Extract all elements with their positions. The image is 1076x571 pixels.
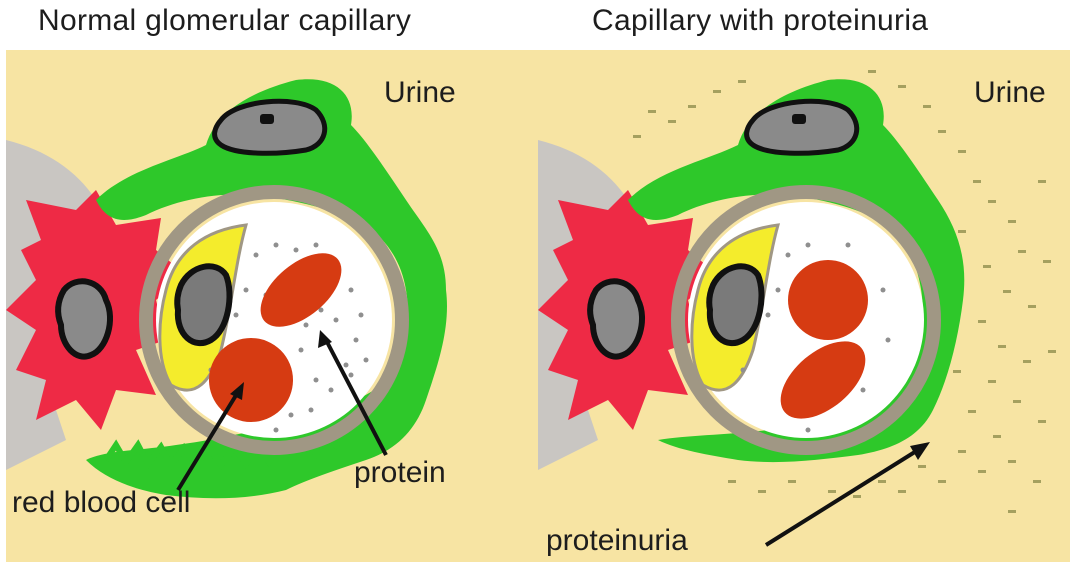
proteinuria-arrowhead bbox=[910, 442, 930, 460]
red-blood-cell-round bbox=[788, 260, 868, 340]
red-blood-cell-label: red blood cell bbox=[12, 486, 190, 520]
podocyte-nucleolus bbox=[260, 114, 274, 124]
protein-label: protein bbox=[354, 456, 446, 490]
podocyte-nucleus bbox=[215, 101, 325, 153]
podocyte-nucleolus bbox=[792, 114, 806, 124]
proteinuria-label: proteinuria bbox=[546, 524, 688, 558]
urine-label-left: Urine bbox=[384, 76, 456, 110]
right-panel-title: Capillary with proteinuria bbox=[592, 4, 928, 38]
mesangial-nucleus bbox=[590, 281, 642, 356]
red-blood-cell-round bbox=[209, 338, 293, 422]
urine-label-right: Urine bbox=[974, 76, 1046, 110]
proteinuria-capillary-panel: Urine proteinuria bbox=[538, 50, 1070, 562]
proteinuria-pointer-arrow bbox=[766, 450, 918, 545]
proteinuria-capillary-illustration bbox=[538, 50, 1070, 562]
endothelial-nucleus bbox=[177, 266, 229, 343]
podocyte-nucleus bbox=[747, 101, 857, 153]
left-panel-title: Normal glomerular capillary bbox=[38, 4, 411, 38]
normal-capillary-panel: Urine protein red blood cell bbox=[6, 50, 538, 562]
mesangial-nucleus bbox=[58, 281, 110, 356]
endothelial-nucleus bbox=[709, 266, 761, 343]
